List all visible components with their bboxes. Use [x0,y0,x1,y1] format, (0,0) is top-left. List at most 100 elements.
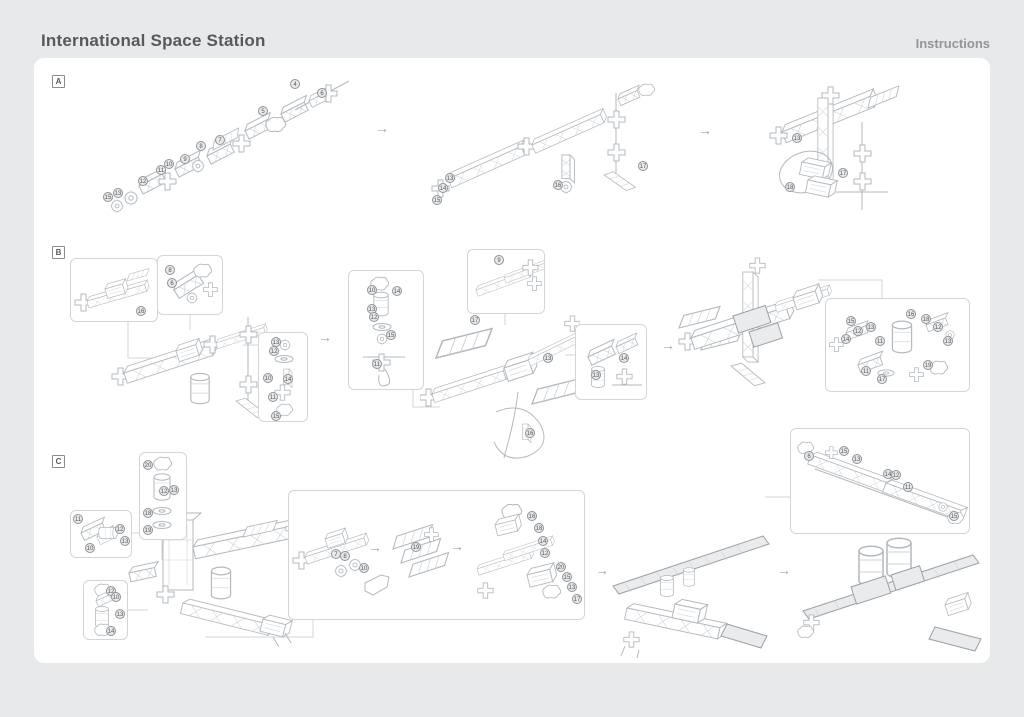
part-number-badge: 17 [572,594,582,604]
part-number-badge: 19 [923,360,933,370]
part-number-badge: 9 [180,154,190,164]
diagram-c-step3-final-assembly [795,535,990,665]
part-number-badge: 12 [933,322,943,332]
part-number-badge: 14 [392,286,402,296]
part-number-badge: 11 [903,482,913,492]
part-number-badge: 18 [534,523,544,533]
part-number-badge: 12 [891,470,901,480]
part-number-badge: 6 [317,88,327,98]
part-number-badge: 12 [540,548,550,558]
part-number-badge: 19 [411,542,421,552]
part-number-badge: 13 [543,353,553,363]
arrow-right-icon: → [318,329,332,345]
part-number-badge: 10 [367,285,377,295]
part-number-badge: 11 [372,359,382,369]
part-number-badge: 16 [553,180,563,190]
part-number-badge: 12 [853,326,863,336]
part-number-badge: 11 [861,366,871,376]
part-number-badge: 15 [839,446,849,456]
part-number-badge: 5 [258,106,268,116]
section-label-a: A [52,75,65,88]
part-number-badge: 14 [841,334,851,344]
diagram-b-step1-assembly [110,293,270,428]
part-number-badge: 13 [115,609,125,619]
instructions-label: Instructions [915,36,990,51]
callout-box-b-truss-detail: 16 [70,258,158,322]
part-number-badge: 8 [340,551,350,561]
part-number-badge: 10 [359,563,369,573]
part-number-badge: 15 [386,330,396,340]
part-number-badge: 13 [591,370,601,380]
part-number-badge: 8 [196,141,206,151]
part-number-badge: 16 [525,428,535,438]
arrow-right-icon: → [777,562,791,578]
part-number-badge: 15 [562,572,572,582]
part-number-badge: 11 [156,165,166,175]
part-number-badge: 20 [143,460,153,470]
part-number-badge: 17 [838,168,848,178]
part-number-badge: 18 [921,314,931,324]
part-number-badge: 20 [556,562,566,572]
part-number-badge: 15 [103,192,113,202]
diagram-a-step3-core-assembly: 13 18 17 [730,70,905,220]
part-number-badge: 11 [875,336,885,346]
part-number-badge: 10 [85,543,95,553]
part-number-badge: 18 [143,508,153,518]
part-number-badge: 12 [369,312,379,322]
part-number-badge: 19 [143,525,153,535]
part-number-badge: 16 [906,309,916,319]
part-number-badge: 15 [846,316,856,326]
part-number-badge: 10 [111,592,121,602]
arrow-right-icon: → [698,122,712,138]
part-number-badge: 6 [167,278,177,288]
part-number-badge: 13 [169,485,179,495]
part-number-badge: 14 [538,536,548,546]
part-number-badge: 17 [877,374,887,384]
part-number-badge: 14 [438,183,448,193]
part-number-badge: 13 [943,336,953,346]
part-number-badge: 13 [792,133,802,143]
part-number-badge: 12 [269,346,279,356]
callout-box-b-module-pair-detail: 9 [467,249,545,314]
part-number-badge: 18 [785,182,795,192]
arrow-right-icon: → [368,539,382,555]
callout-box-b-side-detail: 14 13 [575,324,647,400]
part-number-badge: 13 [445,173,455,183]
part-number-badge: 11 [268,392,278,402]
section-label-c: C [52,455,65,468]
part-number-badge: 17 [638,161,648,171]
part-number-badge: 10 [263,373,273,383]
part-number-badge: 15 [271,411,281,421]
diagram-c-step2-assembly [605,520,780,660]
part-number-badge: 8 [165,265,175,275]
part-number-badge: 11 [73,514,83,524]
part-number-badge: 4 [290,79,300,89]
part-number-badge: 13 [567,582,577,592]
part-number-badge: 15 [949,511,959,521]
part-number-badge: 6 [804,451,814,461]
arrow-right-icon: → [450,538,464,554]
arrow-right-icon: → [595,562,609,578]
part-number-badge: 13 [113,188,123,198]
part-number-badge: 16 [527,511,537,521]
part-number-badge: 14 [283,374,293,384]
part-number-badge: 15 [432,195,442,205]
part-number-badge: 10 [164,159,174,169]
part-number-badge: 13 [852,454,862,464]
part-number-badge: 16 [136,306,146,316]
section-label-b: B [52,246,65,259]
arrow-right-icon: → [661,337,675,353]
part-number-badge: 14 [619,353,629,363]
part-number-badge: 17 [470,315,480,325]
part-number-badge: 13 [120,536,130,546]
